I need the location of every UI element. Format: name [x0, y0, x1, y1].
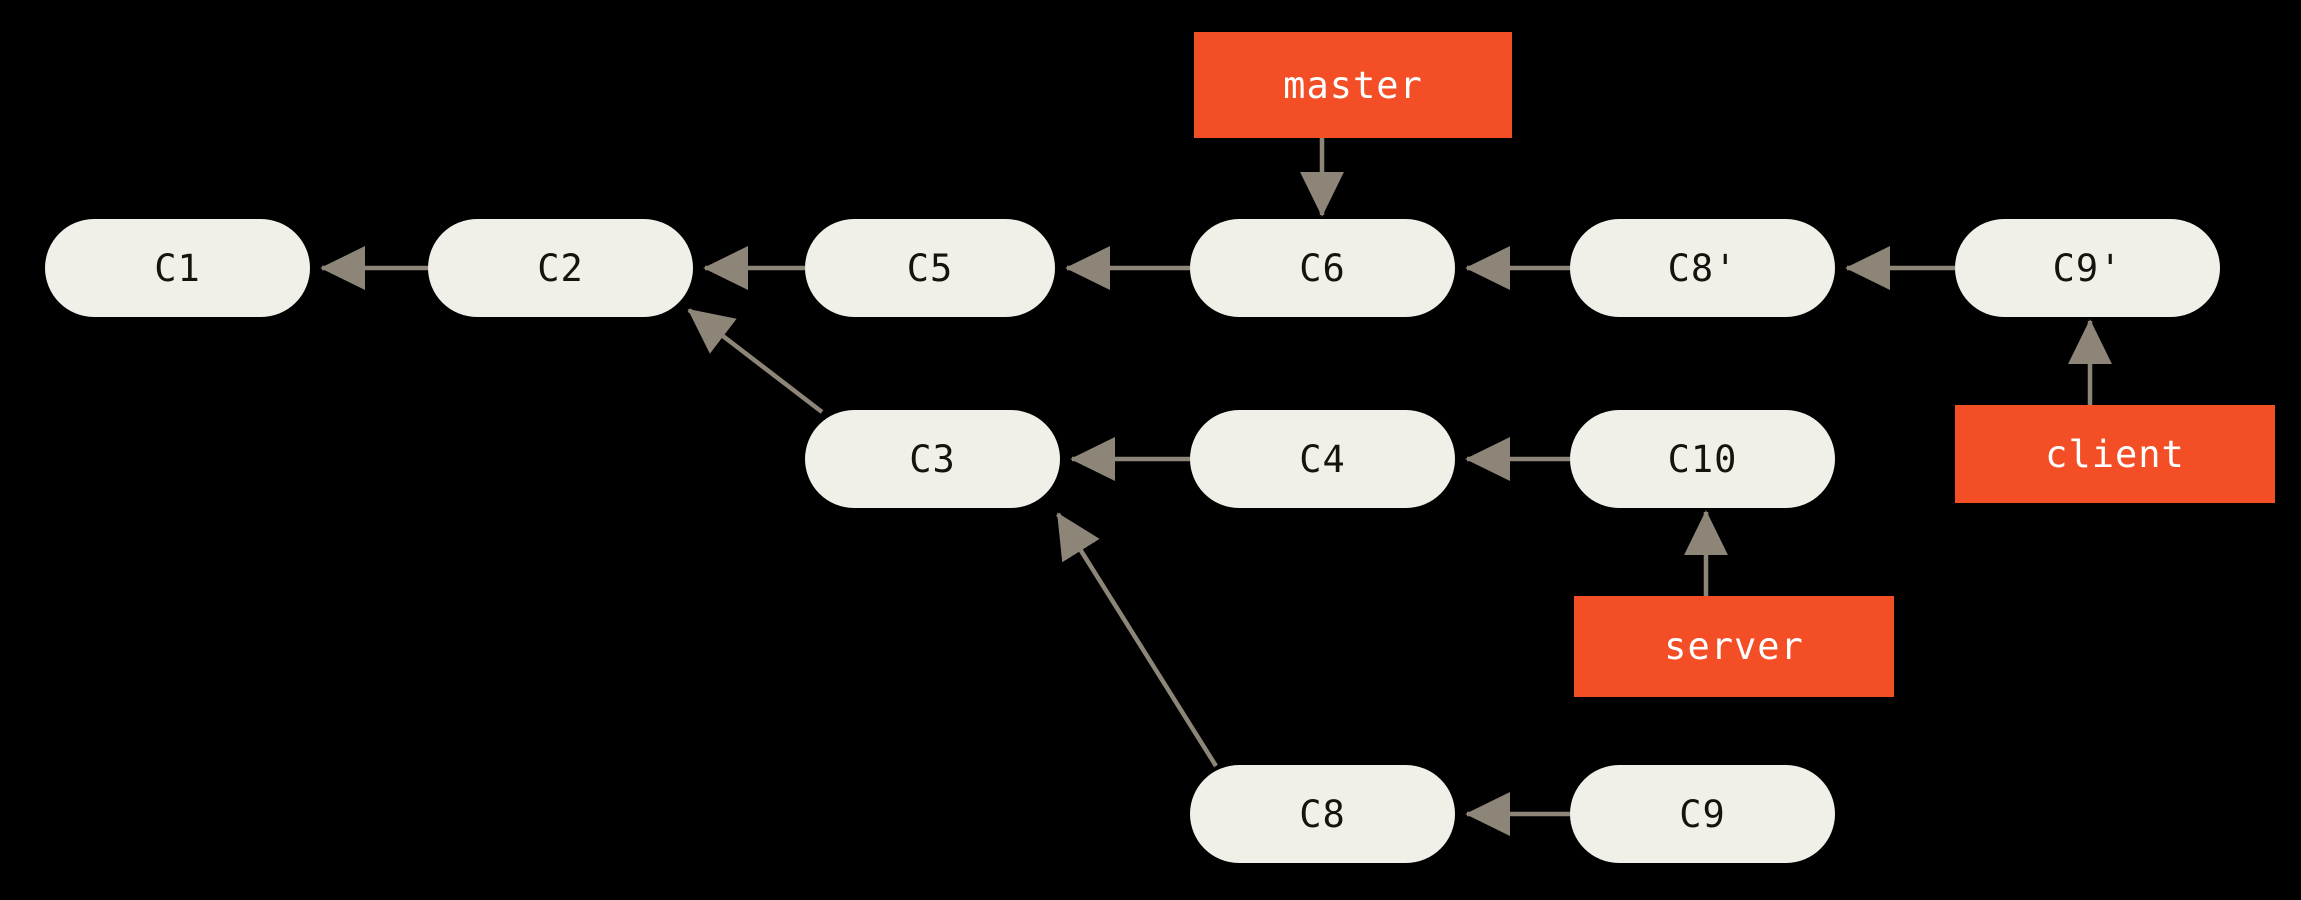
commit-label: C1: [154, 246, 201, 290]
commit-node-c9-prime[interactable]: C9': [1955, 219, 2220, 317]
branch-name: server: [1664, 625, 1804, 668]
commit-label: C6: [1299, 246, 1346, 290]
branch-label-client[interactable]: client: [1955, 405, 2275, 503]
commit-label: C2: [537, 246, 584, 290]
commit-node-c9[interactable]: C9: [1570, 765, 1835, 863]
commit-label: C3: [909, 437, 956, 481]
commit-label: C10: [1667, 437, 1738, 481]
edge-c3-to-c2: [687, 308, 824, 414]
branch-label-server[interactable]: server: [1574, 596, 1894, 697]
commit-node-c1[interactable]: C1: [45, 219, 310, 317]
commit-label: C8: [1299, 792, 1346, 836]
commit-node-c10[interactable]: C10: [1570, 410, 1835, 508]
commit-label: C8': [1667, 246, 1738, 290]
commit-node-c3[interactable]: C3: [805, 410, 1060, 508]
commit-label: C5: [906, 246, 954, 290]
commit-node-c8-prime[interactable]: C8': [1570, 219, 1835, 317]
commit-label: C9': [2052, 246, 2123, 290]
commit-node-c2[interactable]: C2: [428, 219, 693, 317]
commit-node-c5[interactable]: C5: [805, 219, 1055, 317]
edge-c8-to-c3: [1056, 512, 1218, 768]
commit-label: C4: [1299, 437, 1346, 481]
commit-node-c6[interactable]: C6: [1190, 219, 1455, 317]
branch-name: master: [1283, 63, 1423, 107]
branch-label-master[interactable]: master: [1194, 32, 1512, 138]
commit-node-c4[interactable]: C4: [1190, 410, 1455, 508]
branch-name: client: [2045, 432, 2185, 476]
commit-node-c8[interactable]: C8: [1190, 765, 1455, 863]
commit-label: C9: [1679, 792, 1726, 836]
